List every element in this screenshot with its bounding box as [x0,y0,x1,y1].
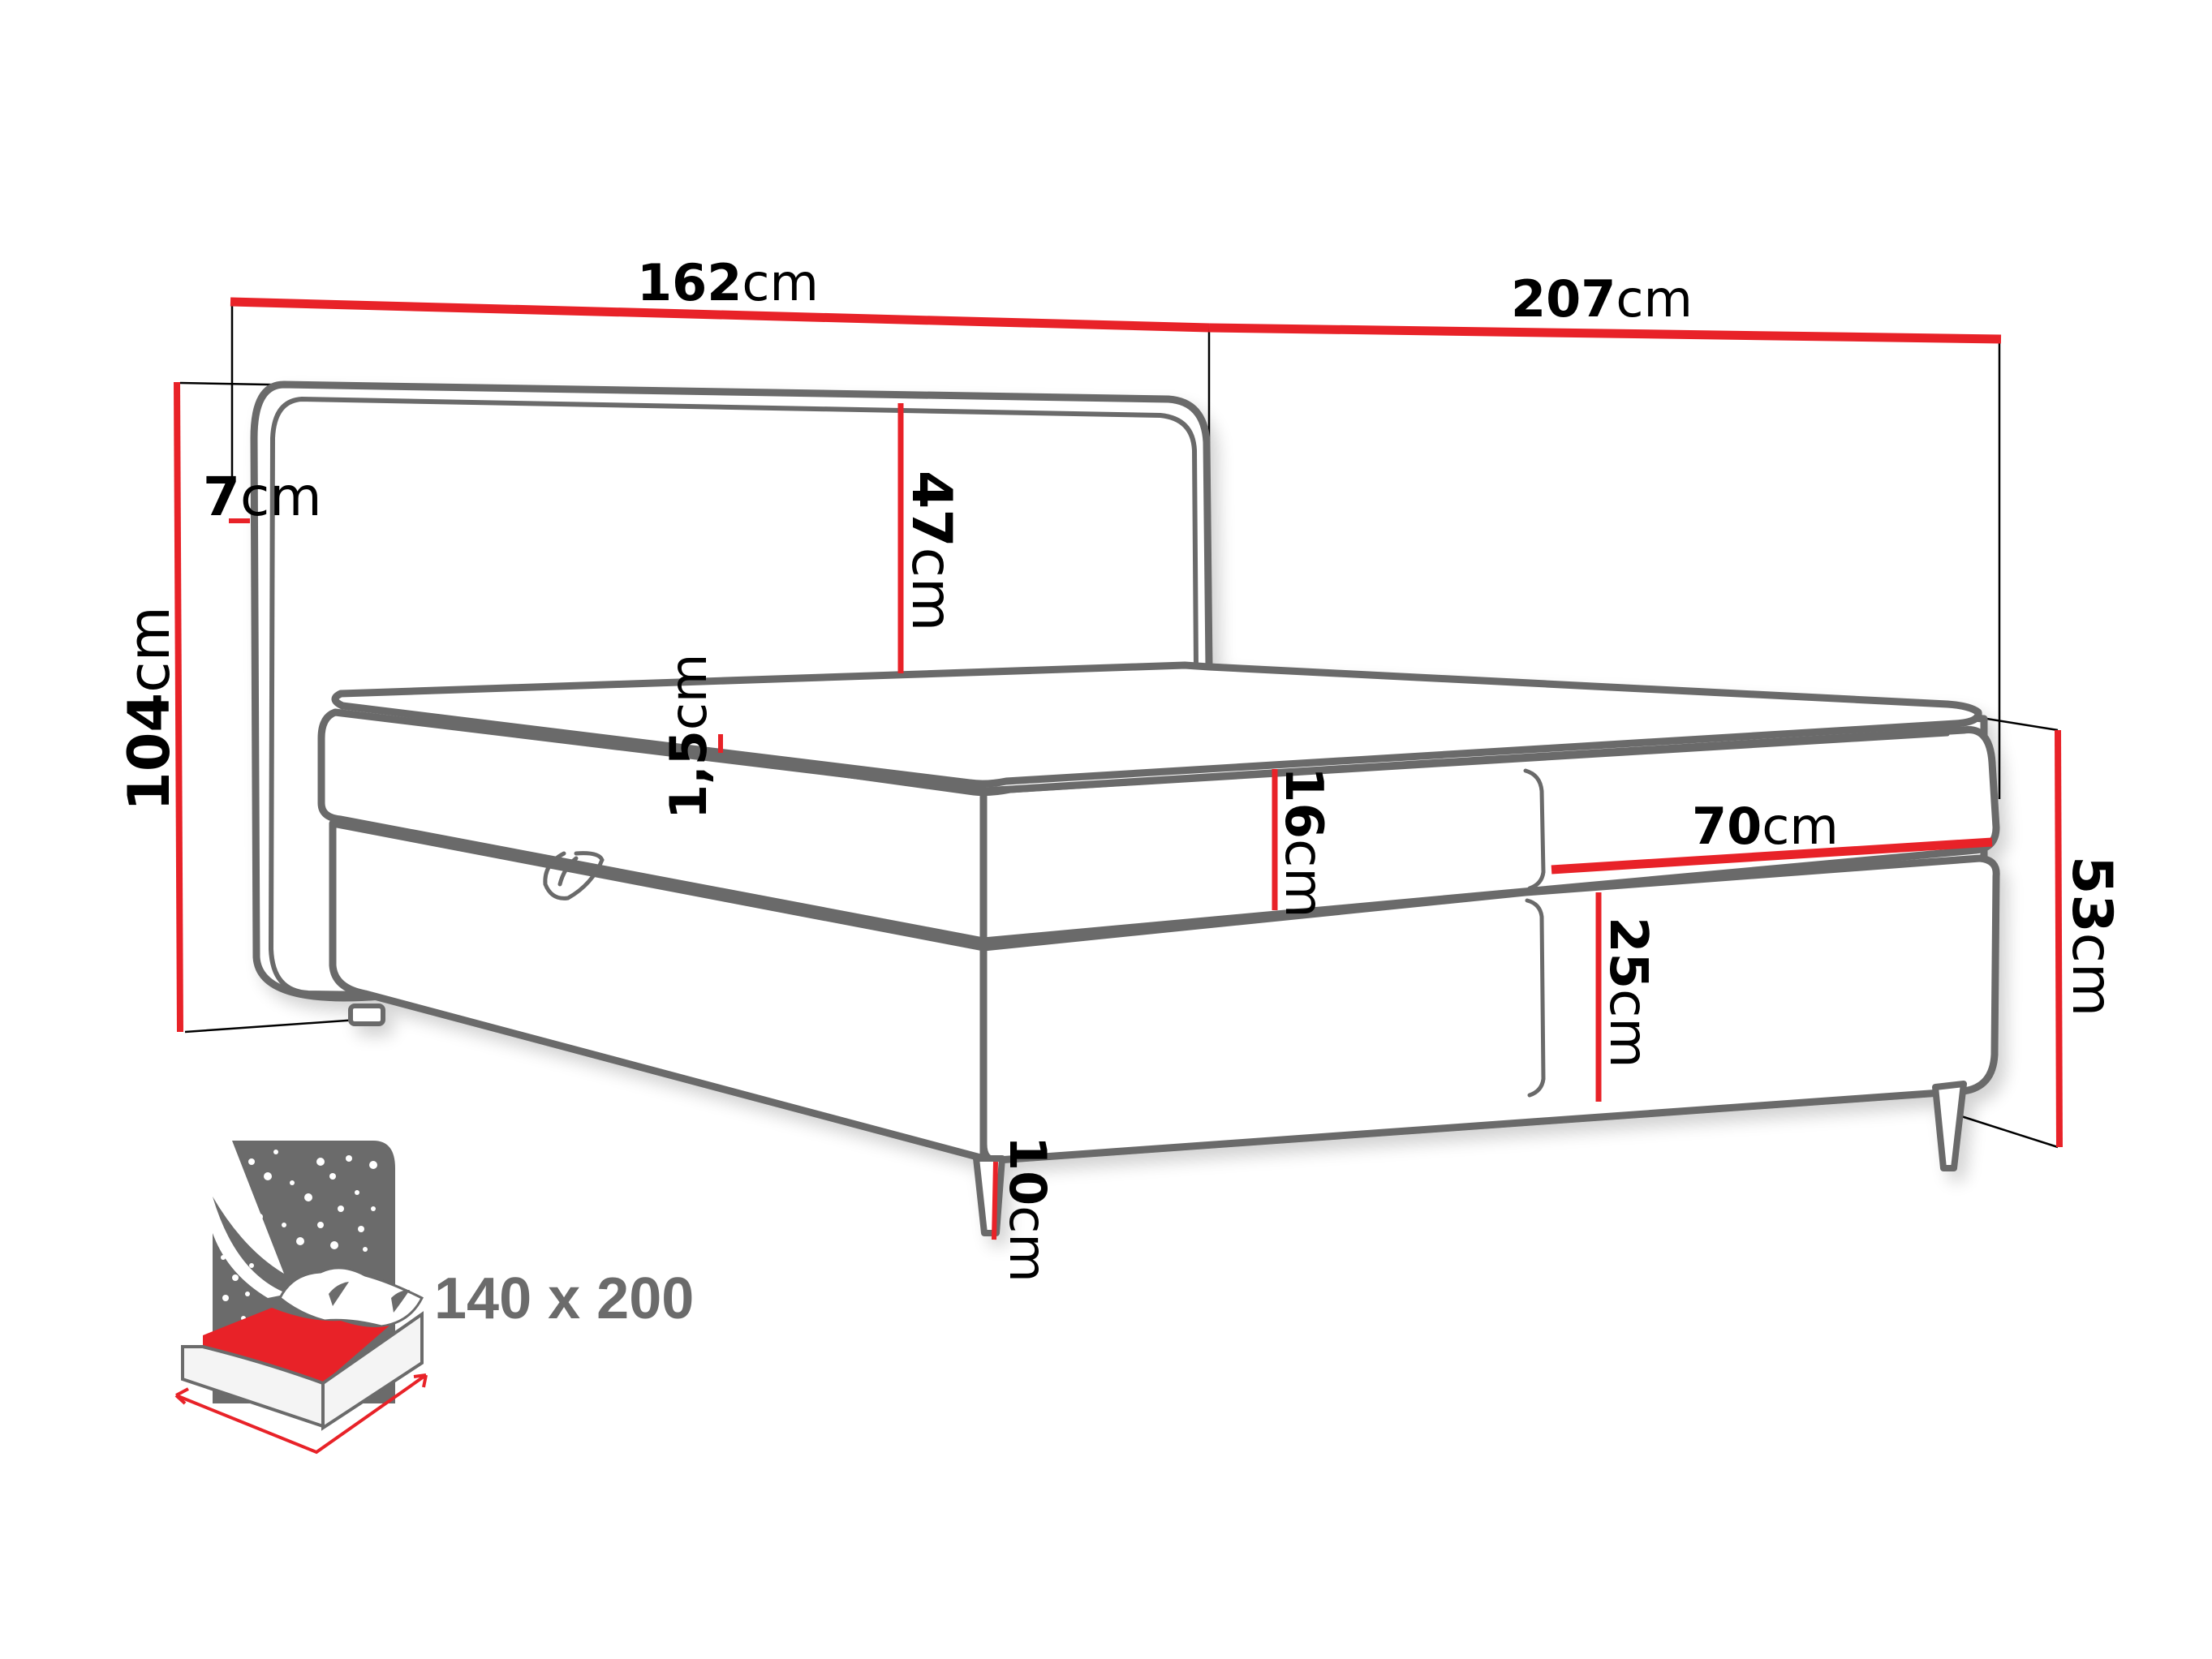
base-height-label: 25cm [1598,917,1658,1068]
dimension-lines [174,297,2063,1240]
bed-night-stars-icon [174,1141,428,1455]
base-side [329,819,988,1163]
leg-height-dimension-line [992,1161,998,1240]
mattress-foot [979,726,2000,945]
headboard-height-label: 47cm [899,471,963,631]
mattress-height-label: 16cm [1273,767,1333,918]
mattress-side [317,708,988,945]
panel-width-dimension-line [1551,837,1993,875]
leg-right [1932,1081,1967,1171]
stars [221,1150,377,1321]
leg-height-label: 10cm [998,1136,1057,1283]
topper [331,661,1982,788]
width-dimension-line [230,297,1210,333]
dimension-labels: 162cm 207cm 104cm 7cm 47cm 1,5cm 16cm 70… [116,253,2124,1283]
headboard-thickness-label: 7cm [203,466,322,528]
topper-height-label: 1,5cm [659,654,718,819]
storage-handle-icon [543,851,605,900]
bed-height-dimension-line [2055,729,2063,1148]
sleeping-area-label: 140 x 200 [434,1266,694,1331]
bed-height-label: 53cm [2059,856,2124,1016]
length-label: 207cm [1511,269,1693,329]
bed-illustration [250,380,2000,1236]
total-height-label: 104cm [116,606,183,811]
length-dimension-line [1208,323,2002,344]
width-label: 162cm [637,253,819,312]
panel-width-label: 70cm [1692,797,1839,856]
total-height-dimension-line [174,381,183,1033]
